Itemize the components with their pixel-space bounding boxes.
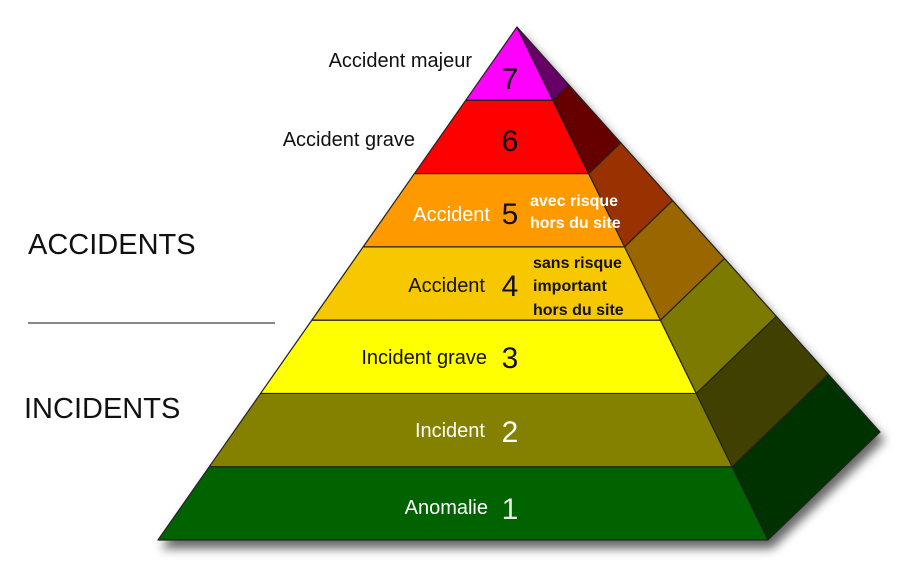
level-5-note-line-1: avec risque bbox=[530, 193, 618, 210]
pyramid-shapes bbox=[157, 26, 881, 541]
level-3-number: 3 bbox=[502, 342, 519, 375]
level-6-number: 6 bbox=[502, 125, 519, 158]
level-4-note-line-1: sans risque bbox=[533, 255, 622, 272]
level-4-note-line-3: hors du site bbox=[533, 302, 624, 319]
level-1-label: Anomalie bbox=[405, 497, 488, 519]
level-2-label: Incident bbox=[415, 420, 485, 442]
level-2-number: 2 bbox=[502, 416, 519, 449]
level-5-label: Accident bbox=[413, 204, 490, 226]
level-7-label: Accident majeur bbox=[329, 50, 473, 72]
level-5-front-band bbox=[362, 172, 626, 248]
level-4-label: Accident bbox=[408, 275, 485, 297]
level-7-number: 7 bbox=[502, 63, 519, 96]
level-6-label: Accident grave bbox=[283, 129, 415, 151]
accidents-heading: ACCIDENTS bbox=[28, 229, 196, 261]
level-7-side-band bbox=[516, 26, 570, 101]
incidents-heading: INCIDENTS bbox=[24, 393, 180, 425]
level-5-number: 5 bbox=[502, 198, 519, 231]
level-5-note-line-2: hors du site bbox=[530, 215, 621, 232]
level-4-number: 4 bbox=[502, 270, 519, 303]
level-3-label: Incident grave bbox=[361, 347, 487, 369]
level-4-note-line-2: important bbox=[533, 278, 607, 295]
level-1-number: 1 bbox=[502, 493, 519, 526]
